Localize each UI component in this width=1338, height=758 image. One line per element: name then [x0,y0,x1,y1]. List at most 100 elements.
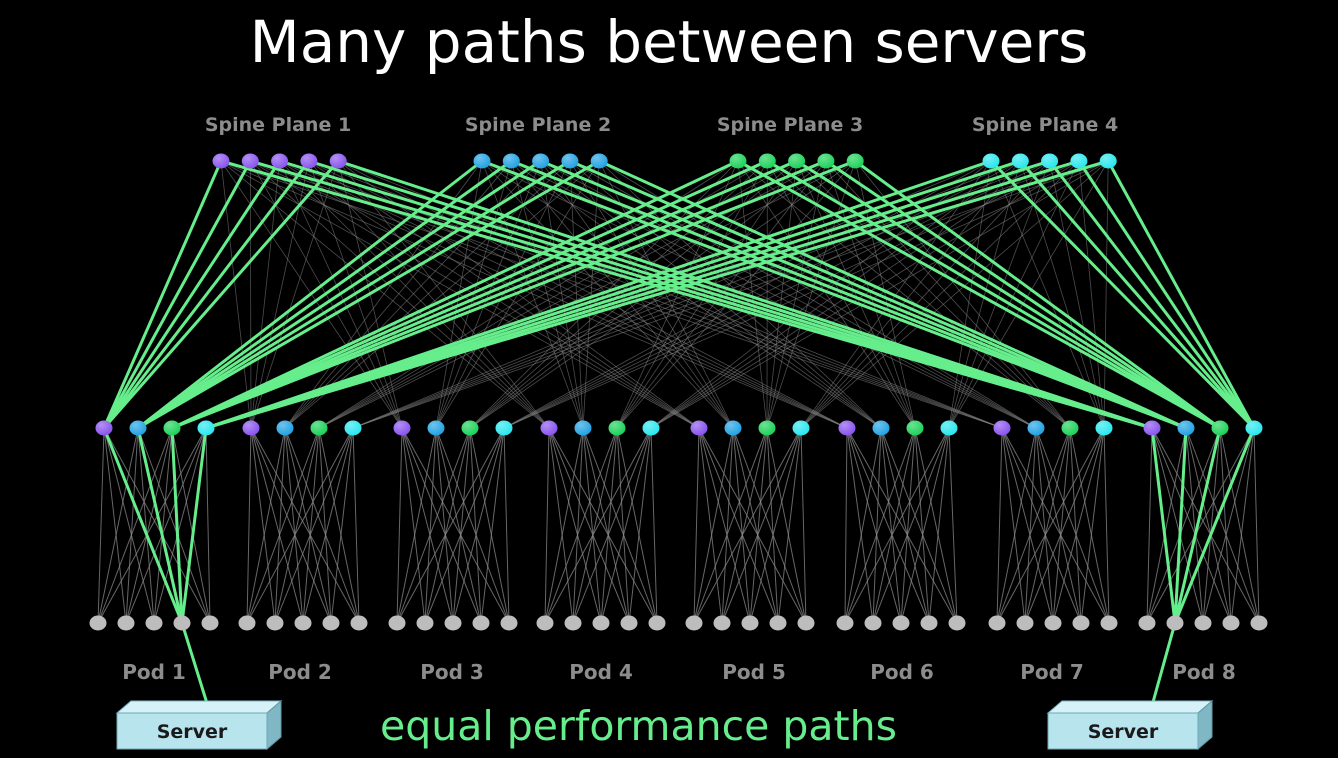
tor-switch-node [892,615,910,631]
fabric-tor-link [97,427,207,624]
fabric-switch-highlight [1095,420,1113,436]
tor-switch-node [1100,615,1118,631]
fabric-tor-link [996,427,1037,624]
pod-label-2: Pod 2 [268,660,332,684]
fabric-tor-link [846,427,958,624]
spine-fabric-link [948,160,1109,429]
fabric-tor-link [401,427,510,624]
fabric-tor-link [1219,427,1232,624]
fabric-switch-highlight [95,420,113,436]
fabric-tor-link [274,427,354,624]
fabric-switch-highlight [427,420,445,436]
tor-switch-node [173,615,191,631]
highlighted-server-link [1148,622,1177,714]
fabric-tor-link [396,427,437,624]
fabric-tor-link [452,427,505,624]
spine-fabric-link [250,160,700,429]
spine-fabric-link [469,160,856,429]
spine-switch-highlight [1099,153,1117,169]
spine-switch-highlight [241,153,259,169]
fabric-switch-highlight [838,420,856,436]
fabric-switch-highlight [495,420,513,436]
highlighted-paths [102,159,1256,714]
highlighted-spine-link [102,160,281,429]
fabric-tor-link [582,427,602,624]
tor-switch-node [1166,615,1184,631]
fabric-tor-link [401,427,482,624]
fabric-tor-link [1253,427,1260,624]
fabric-tor-link [125,427,173,624]
fabric-tor-link [600,427,618,624]
tor-switch-node [1250,615,1268,631]
fabric-tor-link [97,427,173,624]
fabric-tor-link [844,427,882,624]
highlighted-spine-link [137,159,571,430]
fabric-tor-link [928,427,950,624]
fabric-tor-link [1146,427,1187,624]
highlighted-spine-link [171,159,856,430]
fabric-tor-link [318,427,360,624]
fabric-switch-highlight [574,420,592,436]
fabric-tor-link [103,427,155,624]
tor-switch-node [416,615,434,631]
tor-switch-node [350,615,368,631]
fabric-tor-link [900,427,916,624]
fabric-tor-link [846,427,902,624]
tor-switch-node [89,615,107,631]
spine-switch-highlight [300,153,318,169]
highlighted-spine-link [989,159,1256,430]
highlighted-spine-link [598,159,1187,430]
fabric-switch-highlight [129,420,147,436]
fabric-switch-highlight [310,420,328,436]
fabric-switch-highlight [792,420,810,436]
fabric-tor-link [628,427,652,624]
fabric-switch-highlight [940,420,958,436]
spine-fabric-link [503,160,1109,429]
fabric-tor-link [284,427,304,624]
fabric-tor-link [1146,427,1153,624]
tor-switch-node [238,615,256,631]
fabric-switch-highlight [1177,420,1195,436]
tor-switch-node [685,615,703,631]
fabric-tor-link [250,427,360,624]
fabric-tor-link [721,427,734,624]
fabric-tor-link [396,427,403,624]
highlighted-spine-link [205,159,992,430]
fabric-tor-link [996,427,1071,624]
spine-switch-highlight [846,153,864,169]
fabric-tor-link [1024,427,1037,624]
fabric-tor-link [582,427,630,624]
highlighted-tor-link [1173,427,1222,624]
fabric-tor-link [1103,427,1110,624]
fabric-tor-link [424,427,437,624]
tor-switch-node [500,615,518,631]
fabric-tor-link [435,427,510,624]
fabric-tor-link [1035,427,1054,624]
server-box: Server [115,699,283,751]
fabric-tor-link [698,427,723,624]
fabric-switch-highlight [540,420,558,436]
slide-title: Many paths between servers [249,8,1089,76]
spine-fabric-link [737,160,916,429]
pod-label-3: Pod 3 [420,660,484,684]
fabric-tor-link [996,427,1003,624]
spine-switch-highlight [1011,153,1029,169]
fabric-tor-link [572,427,584,624]
server-label: Server [1088,721,1159,743]
tor-switch-node [322,615,340,631]
fabric-tor-link [914,427,958,624]
fabric-tor-link [330,427,354,624]
tor-switch-node [201,615,219,631]
server-box-front [116,712,268,750]
fabric-tor-link [1001,427,1054,624]
fabric-tor-link [1024,427,1105,624]
fabric-tor-link [125,427,207,624]
spine-fabric-link [318,160,856,429]
fabric-tor-link [650,427,658,624]
fabric-tor-link [401,427,426,624]
fabric-tor-link [125,427,139,624]
fabric-tor-link [284,427,360,624]
fabric-tor-link [996,427,1105,624]
fabric-switch-highlight [393,420,411,436]
